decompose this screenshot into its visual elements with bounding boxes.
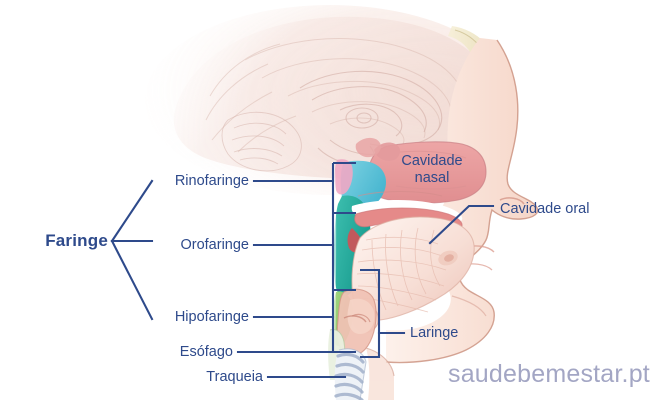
trachea [334, 348, 367, 400]
label-hipofaringe: Hipofaringe [174, 309, 249, 325]
cavidade-nasal-line2: nasal [414, 170, 450, 186]
label-cavidade-oral: Cavidade oral [500, 201, 590, 217]
label-traqueia: Traqueia [206, 369, 263, 385]
label-cavidade-nasal: Cavidade nasal [384, 153, 480, 187]
page-title: Faringe [45, 231, 108, 250]
cavidade-nasal-line1: Cavidade [401, 153, 463, 169]
face-profile [385, 38, 539, 364]
brain-region [145, 5, 515, 195]
larynx-bracket-box [360, 268, 381, 359]
label-esofago: Esófago [179, 344, 233, 360]
pharynx-bracket-box [331, 161, 356, 354]
neck-contour [365, 347, 395, 400]
watermark: saudebemestar.pt [448, 360, 650, 388]
label-laringe: Laringe [410, 325, 459, 341]
annotation-lines [110, 179, 495, 379]
faringe-bracket [110, 179, 154, 321]
label-orofaringe: Orofaringe [180, 237, 249, 253]
label-rinofaringe: Rinofaringe [174, 173, 249, 189]
nasal-cavity [355, 137, 487, 204]
larynx [336, 288, 377, 357]
leader-cavidade-oral [428, 204, 495, 245]
